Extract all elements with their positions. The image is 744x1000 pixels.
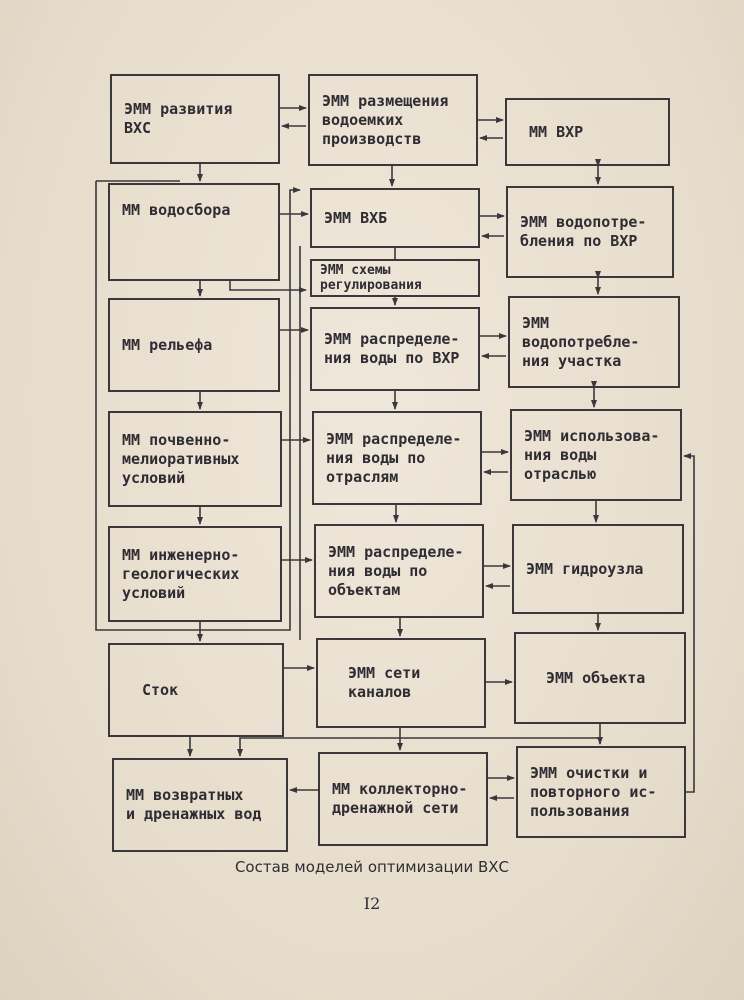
line-obekt-to-vozvrat (237, 737, 601, 757)
box-mm-vozvratnyh-drenazhnyh: ММ возвратных и дренажных вод (112, 758, 288, 852)
box-mm-relefa: ММ рельефа (108, 298, 280, 392)
box-emm-raspredeleniya-obektam: ЭММ распределе- ния воды по объектам (314, 524, 484, 618)
box-mm-vhr: ММ ВХР (505, 98, 670, 166)
box-emm-gidrouzla: ЭММ гидроузла (512, 524, 684, 614)
box-emm-ispolzovaniya-otraslyu: ЭММ использова- ния воды отраслью (510, 409, 682, 501)
box-emm-vodopotrebleniya-uchastka: ЭММ водопотребле- ния участка (508, 296, 680, 388)
box-emm-razvitiya-vhs: ЭММ развития ВХС (110, 74, 280, 164)
box-emm-skhemy-regulirovaniya: ЭММ схемы регулирования (310, 259, 480, 297)
box-emm-vodopotrebleniya-vhr: ЭММ водопотре- бления по ВХР (506, 186, 674, 278)
box-emm-razmeshcheniya: ЭММ размещения водоемких производств (308, 74, 478, 166)
page-number: I2 (363, 894, 381, 913)
feedback-left-frame (95, 181, 301, 631)
feedback-right-frame (683, 453, 695, 793)
box-mm-pochvenno-meliorativnyh: ММ почвенно- мелиоративных условий (108, 411, 282, 507)
box-emm-obekta: ЭММ объекта (514, 632, 686, 724)
line-vodosbor-to-regulirovanie (229, 281, 307, 293)
box-stok: Сток (108, 643, 284, 737)
box-emm-raspredeleniya-vhr: ЭММ распределе- ния воды по ВХР (310, 307, 480, 391)
box-mm-kollektorno-drenazhnoy: ММ коллекторно- дренажной сети (318, 752, 488, 846)
box-mm-vodosbora: ММ водосбора (108, 183, 280, 281)
box-emm-ochistki-povtornogo: ЭММ очистки и повторного ис- пользования (516, 746, 686, 838)
box-mm-inzhenerno-geologicheskih: ММ инженерно- геологических условий (108, 526, 282, 622)
box-emm-vhb: ЭММ ВХБ (310, 188, 480, 248)
figure-caption: Состав моделей оптимизации ВХС (234, 858, 510, 876)
box-emm-seti-kanalov: ЭММ сети каналов (316, 638, 486, 728)
box-emm-raspredeleniya-otraslyam: ЭММ распределе- ния воды по отраслям (312, 411, 482, 505)
